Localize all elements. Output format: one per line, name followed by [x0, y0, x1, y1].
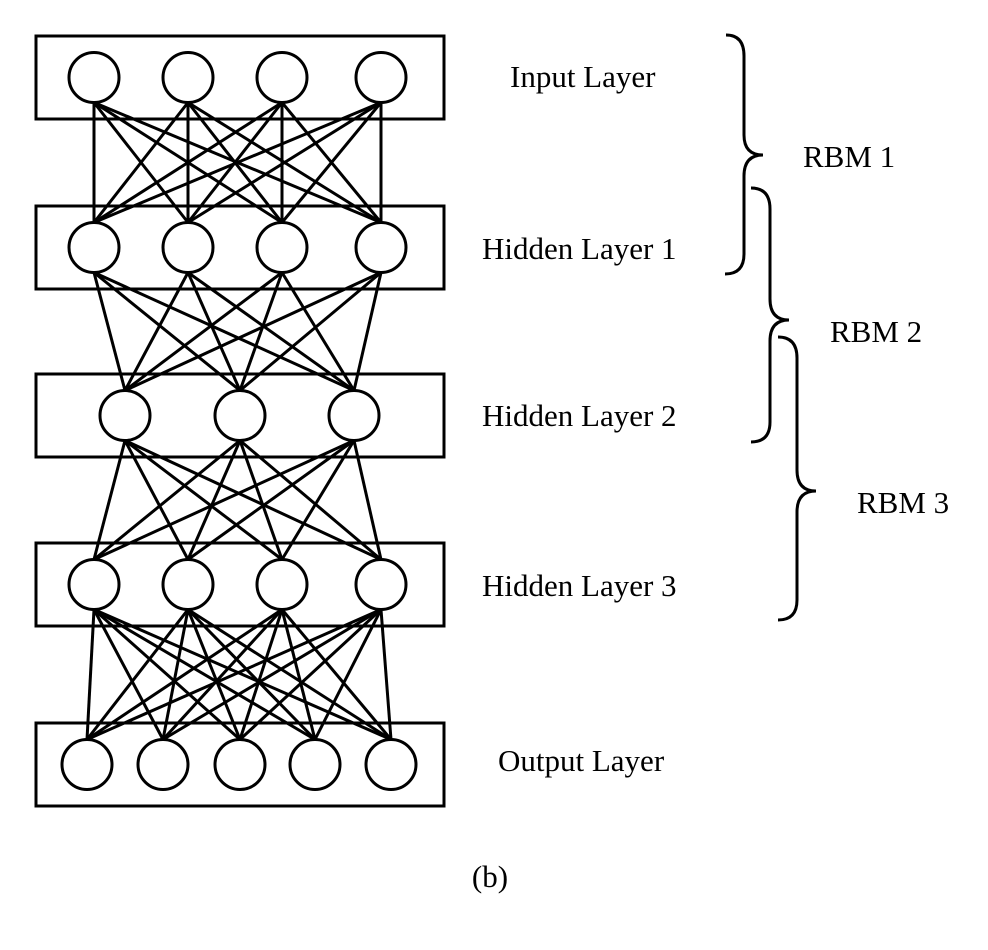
edge-hidden2-1-hidden3-2	[123, 439, 190, 561]
layer-label-hidden1: Hidden Layer 1	[482, 231, 677, 266]
layer-label-hidden2: Hidden Layer 2	[482, 398, 677, 433]
rbm3-label: RBM 3	[857, 485, 949, 520]
edge-hidden2-3-hidden3-3	[280, 439, 356, 561]
node-hidden3-3	[255, 558, 309, 611]
edge-hidden2-1-hidden3-4	[124, 439, 382, 561]
layer-label-input: Input Layer	[510, 59, 656, 94]
edge-hidden3-1-output-4	[93, 608, 316, 741]
node-input-3	[255, 51, 309, 104]
edge-hidden1-3-hidden2-3	[280, 271, 356, 392]
node-hidden3-1	[67, 558, 121, 611]
edge-hidden1-1-hidden2-3	[93, 271, 355, 392]
edge-hidden1-2-hidden2-1	[123, 271, 190, 392]
rbm2-label: RBM 2	[830, 314, 922, 349]
edge-input-4-hidden1-2	[187, 101, 382, 224]
node-hidden1-1	[67, 221, 121, 274]
node-output-4	[288, 738, 342, 791]
edge-hidden3-2-output-3	[186, 608, 242, 741]
node-hidden2-1	[98, 389, 152, 442]
edge-hidden3-1-output-5	[93, 608, 392, 741]
edge-hidden1-4-hidden2-1	[124, 271, 382, 392]
node-output-1	[60, 738, 114, 791]
node-hidden1-4	[354, 221, 408, 274]
rbm1-label: RBM 1	[803, 139, 895, 174]
edge-input-4-hidden1-3	[280, 101, 383, 224]
edge-hidden2-2-hidden3-4	[239, 439, 382, 561]
edge-input-2-hidden1-1	[92, 101, 190, 224]
edge-hidden3-2-output-1	[85, 608, 190, 741]
edge-hidden3-4-output-1	[86, 608, 382, 741]
edge-hidden2-3-hidden3-4	[352, 440, 383, 560]
edge-hidden1-4-hidden2-3	[352, 272, 383, 391]
node-hidden2-3	[327, 389, 381, 442]
node-input-2	[161, 51, 215, 104]
node-output-5	[364, 738, 418, 791]
edge-input-3-hidden1-1	[93, 101, 283, 224]
rbm2-brace	[750, 186, 790, 444]
edge-hidden1-1-hidden2-1	[92, 272, 127, 391]
edge-hidden1-2-hidden2-2	[186, 271, 242, 392]
node-input-4	[354, 51, 408, 104]
edge-hidden1-3-hidden2-1	[124, 271, 283, 392]
rbm1-brace	[724, 33, 764, 276]
edge-hidden1-2-hidden2-3	[187, 271, 355, 392]
edge-hidden3-3-output-4	[280, 609, 317, 740]
edge-input-4-hidden1-1	[93, 101, 382, 224]
edge-hidden3-3-output-2	[161, 608, 284, 741]
edge-hidden2-2-hidden3-2	[186, 439, 242, 561]
edge-hidden1-4-hidden2-2	[239, 271, 382, 392]
edge-hidden3-4-output-5	[379, 609, 393, 740]
node-output-2	[136, 738, 190, 791]
edge-hidden3-1-output-2	[92, 608, 165, 741]
edge-hidden3-1-output-1	[85, 609, 96, 740]
edge-hidden3-4-output-4	[313, 608, 383, 741]
edge-hidden3-3-output-3	[238, 609, 284, 740]
nodes	[60, 51, 418, 791]
edge-hidden3-3-output-5	[280, 608, 393, 741]
node-hidden1-3	[255, 221, 309, 274]
edge-hidden2-1-hidden3-1	[92, 440, 127, 560]
node-input-1	[67, 51, 121, 104]
node-hidden3-4	[354, 558, 408, 611]
edge-hidden3-2-output-2	[161, 609, 190, 740]
edge-hidden2-2-hidden3-1	[93, 439, 241, 561]
edge-hidden3-4-output-3	[238, 608, 383, 741]
edge-hidden3-3-output-1	[86, 608, 283, 741]
edge-hidden1-1-hidden2-2	[93, 271, 241, 392]
node-hidden3-2	[161, 558, 215, 611]
edge-hidden2-2-hidden3-3	[238, 440, 284, 560]
edge-hidden2-3-hidden3-2	[187, 439, 355, 561]
edge-hidden2-1-hidden3-3	[124, 439, 283, 561]
node-output-3	[213, 738, 267, 791]
rbm3-brace	[777, 335, 817, 622]
connections	[85, 101, 393, 741]
layer-label-hidden3: Hidden Layer 3	[482, 568, 677, 603]
caption: (b)	[472, 859, 508, 894]
edge-hidden1-3-hidden2-2	[238, 271, 284, 392]
edge-hidden3-2-output-5	[187, 608, 392, 741]
edge-hidden3-1-output-3	[93, 608, 241, 741]
edge-hidden3-4-output-2	[162, 608, 382, 741]
node-hidden1-2	[161, 221, 215, 274]
node-hidden2-2	[213, 389, 267, 442]
layer-label-output: Output Layer	[498, 743, 665, 778]
edge-hidden3-2-output-4	[186, 608, 317, 741]
edge-hidden2-3-hidden3-1	[93, 439, 355, 561]
